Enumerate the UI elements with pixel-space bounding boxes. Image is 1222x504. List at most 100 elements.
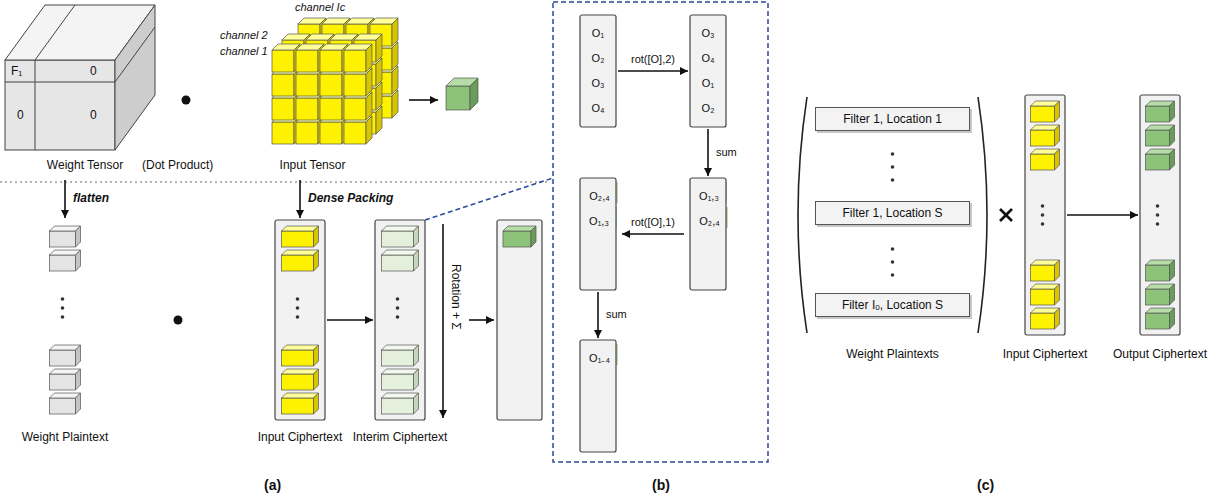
ciphertext-frame [375,220,425,420]
ciphertext-column: O₁,₃O₂,₄ [690,178,726,290]
node-text: channel Ic [295,0,345,14]
cube [282,226,319,247]
cube-front [1146,106,1170,122]
ellipsis-dot [1156,204,1160,208]
node-illustration [45,220,85,420]
separator-line [0,181,548,183]
node-illustration [220,0,405,178]
result-arrow [469,319,494,321]
matrix-bracket [978,97,987,333]
ellipsis-dot [61,297,65,301]
cube-side [376,82,382,110]
cube-side [1055,101,1060,122]
ellipsis-dot [1041,204,1045,208]
cube-top [282,393,319,398]
cube-front [50,398,76,414]
cube-side [314,226,319,247]
cube-side [414,369,419,390]
cube-side [376,58,382,86]
node-text: O₂ [592,51,605,65]
filter-row: Filter 1, Location 1 [815,107,970,131]
illustration-group [375,220,425,420]
node-text: O₂,₄ [699,214,719,228]
ciphertext-column: O₂,₄O₁,₃ [580,178,616,290]
node-illustration [1025,95,1065,335]
node-text: Filter Iₒ, Location S [842,298,943,312]
node-text: O₂ [702,101,715,115]
cube-side [76,345,81,366]
illustration-group [50,226,81,414]
ciphertext-frame [497,220,542,420]
node-illustration [275,220,325,420]
ciphertext-column: Input Ciphertext [275,220,325,420]
annotation: (Dot Product) [140,158,215,172]
illustration-group [580,15,616,127]
cube-front [1031,106,1055,122]
cube-front [1031,154,1055,170]
ellipsis-dot [1041,222,1045,226]
cube-front [50,374,76,390]
ciphertext-column: O₁₋₄ [580,340,616,452]
ellipsis-dot [396,306,400,310]
cube-side [392,18,398,46]
arrow-connector [618,70,688,72]
matrix-bracket [798,97,807,333]
ellipsis-dot [296,315,300,319]
node-text: O₄ [591,101,604,115]
ellipsis-dot [1156,222,1160,226]
node-text: O₃ [591,76,604,90]
illustration-group [1140,95,1180,335]
cube [50,393,81,414]
cube-top [282,345,319,350]
ellipsis-dot [1156,213,1160,217]
zoom-frame [553,2,768,462]
cube [282,345,319,366]
tensor-divider [35,60,36,150]
caption: Input Ciphertext [1003,347,1088,361]
node-text: O₄ [701,51,714,65]
cube-side [1170,101,1175,122]
cube [1031,101,1060,122]
ellipsis-dot [396,297,400,301]
illustration-group [690,178,726,290]
cube-side [314,250,319,271]
cube-front [282,398,314,414]
node-text: 0 [90,64,97,78]
cube [382,250,419,271]
node-text: channel 2 [220,28,268,42]
cube-front [320,98,342,120]
rotation-arrow [442,224,444,418]
weight-plaintext: Weight Plaintext [45,220,85,420]
edge-label: sum [604,308,629,321]
output-column [497,220,542,420]
cube-side [76,226,81,247]
cube [1031,125,1060,146]
zoom-leader [425,178,553,220]
cube [1031,284,1060,305]
node-text: 0 [17,108,24,122]
cube-front [296,122,318,144]
ellipsis-dot [61,315,65,319]
ciphertext-column: O₃O₄O₁O₂ [690,15,726,127]
cube [50,345,81,366]
cube [282,250,319,271]
node-text: O₁ [592,26,604,40]
cube [1031,308,1060,329]
cube-side [76,369,81,390]
tensor-side [115,5,155,150]
cube [50,369,81,390]
arrow-connector [597,292,599,338]
illustration-group [580,340,616,452]
cube-side [1170,125,1175,146]
node-text: Filter 1, Location S [842,206,942,220]
ciphertext-frame [580,340,616,452]
ellipsis-dot [296,297,300,301]
cube-front [1031,130,1055,146]
arrow-connector [1067,214,1138,216]
edge-label: Dense Packing [306,192,395,205]
cube-front [296,98,318,120]
illustration-group [580,178,616,290]
cube-front [344,74,366,96]
